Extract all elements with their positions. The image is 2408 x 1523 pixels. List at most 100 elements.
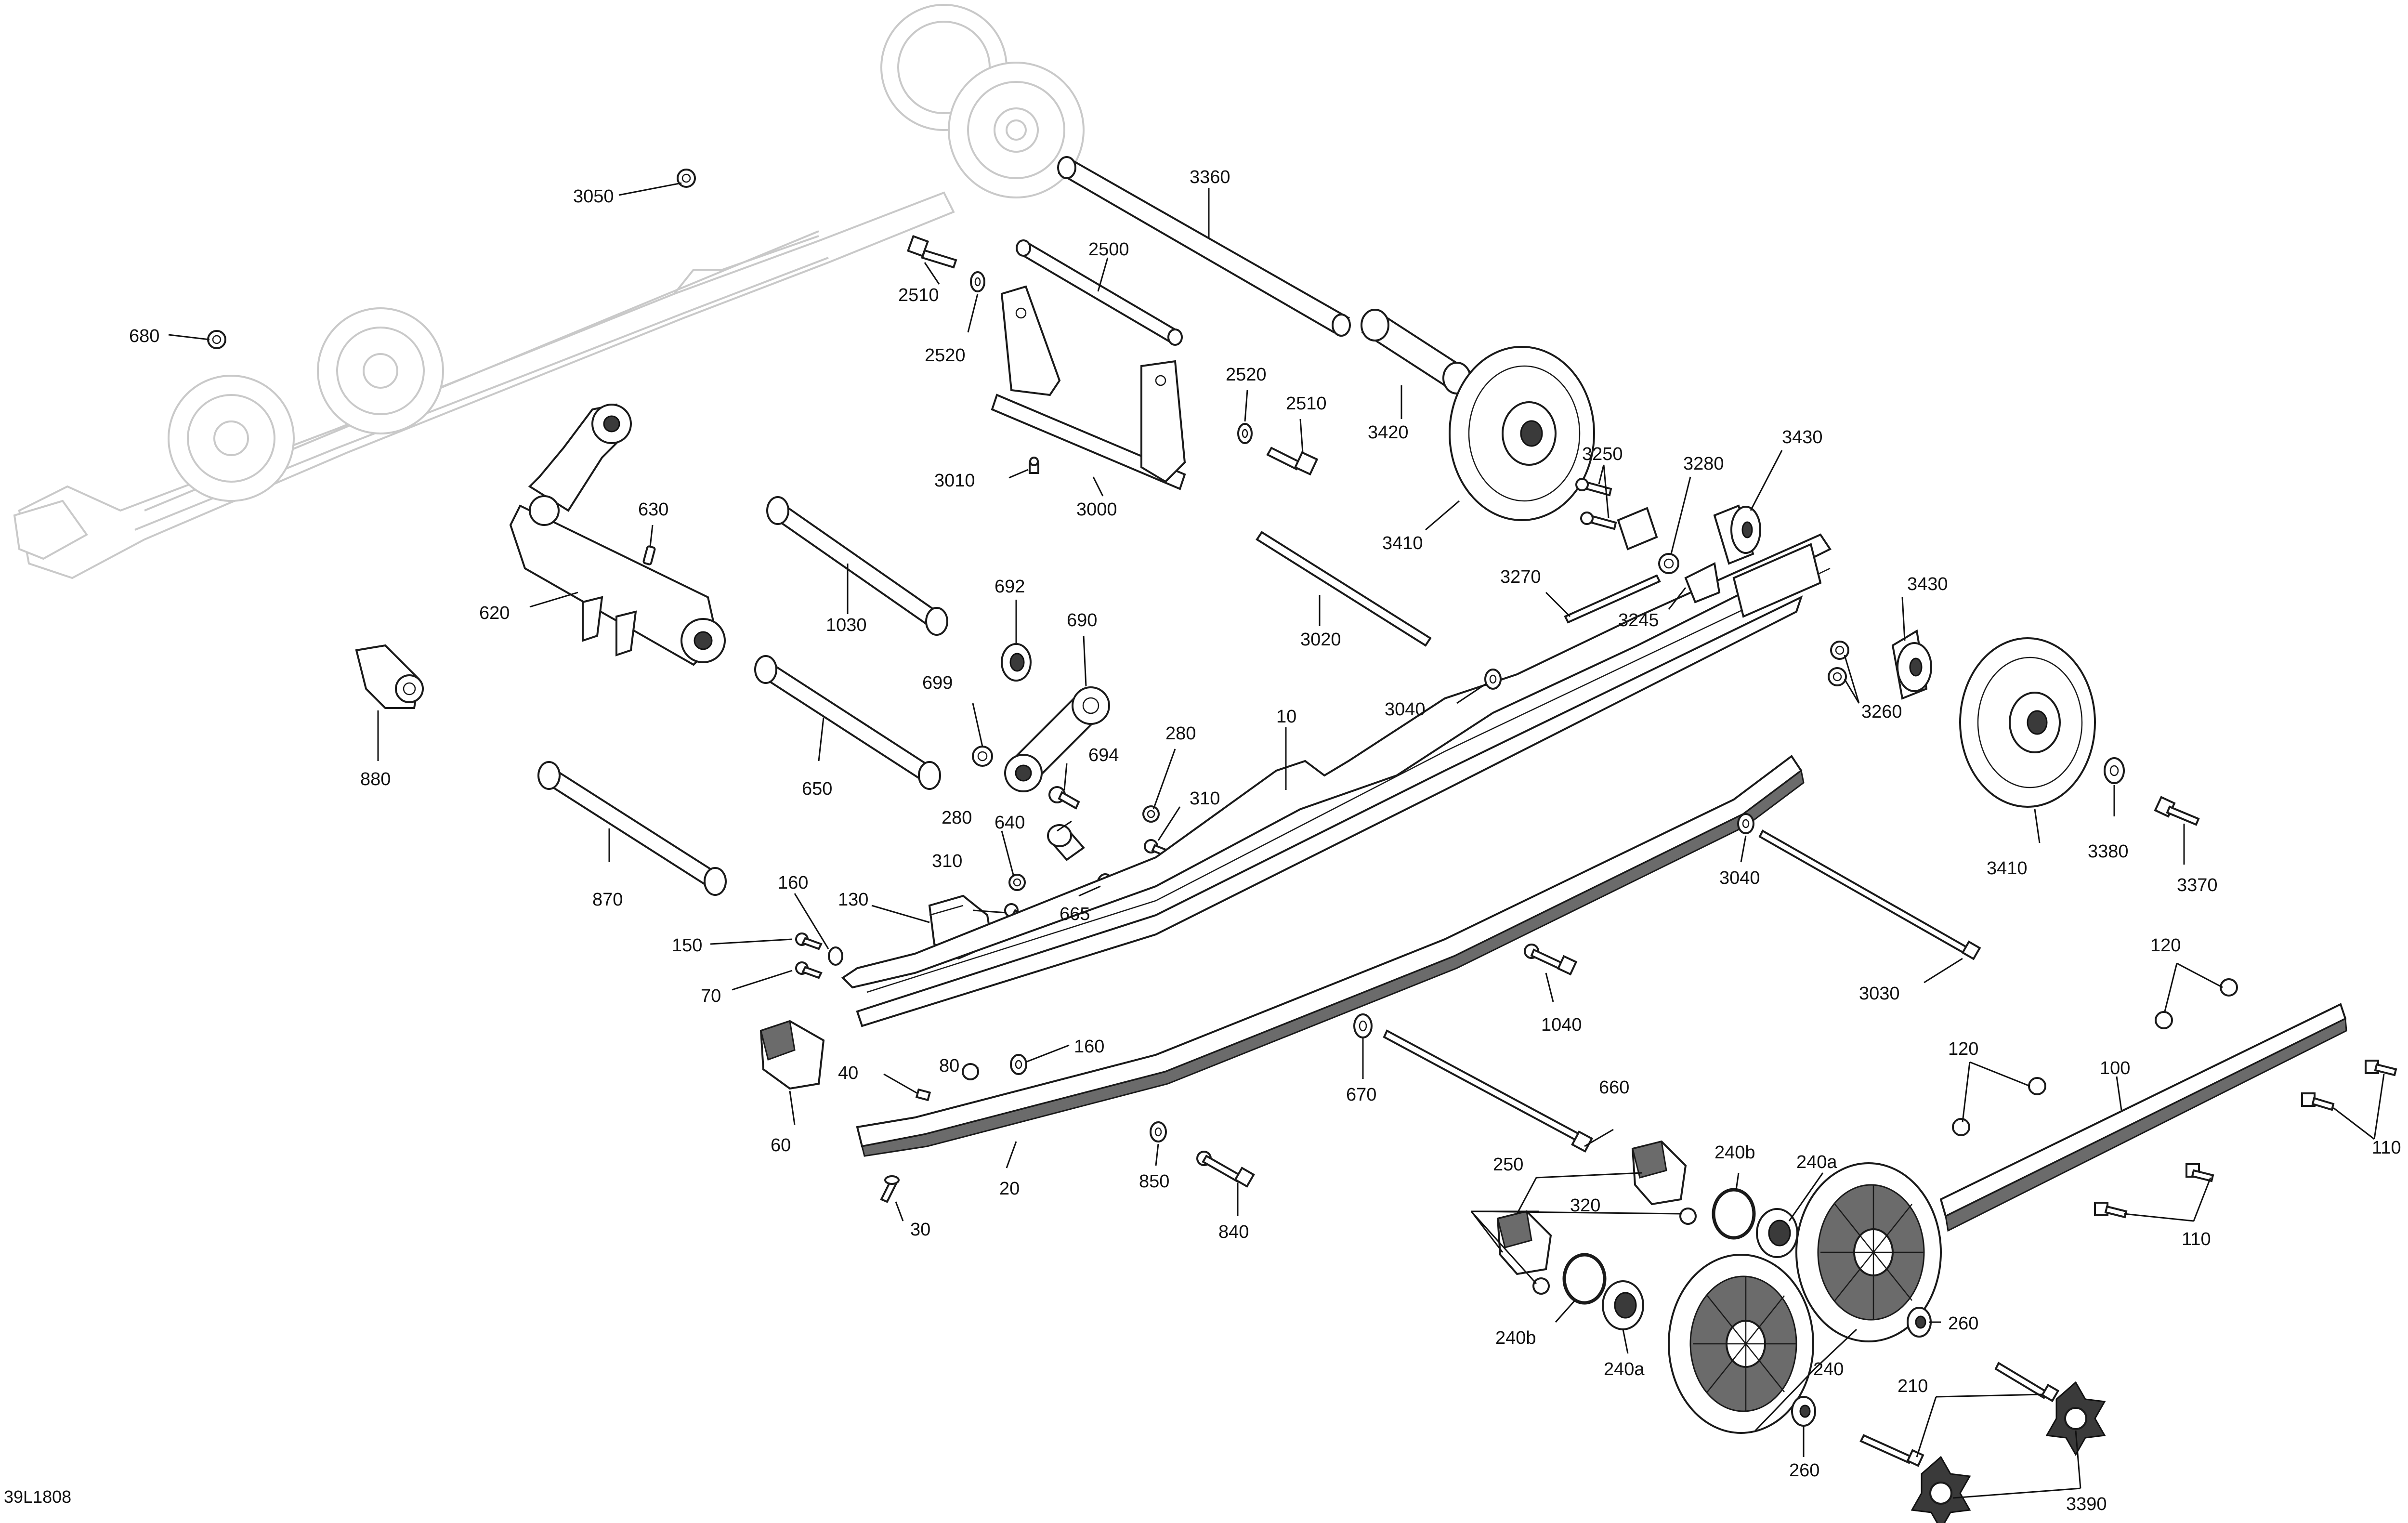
label-850: 850 <box>1139 1171 1169 1192</box>
part-number-labels: 3050 680 3360 2500 2510 2520 2520 2510 3… <box>129 167 2401 1514</box>
part-280-nut-b <box>1008 874 1026 891</box>
part-240a-bearing-b <box>1602 1280 1644 1330</box>
part-630-screw <box>642 545 656 565</box>
label-620: 620 <box>479 603 510 623</box>
part-3000-bracket <box>991 285 1186 490</box>
part-120-nut-b <box>1952 1077 2046 1136</box>
part-250-mount-a <box>1631 1140 1687 1206</box>
part-260-washer-b <box>1791 1396 1816 1427</box>
part-3430-spacer-a <box>1713 504 1761 565</box>
label-2500: 2500 <box>1088 239 1129 260</box>
part-1040-bolt <box>1524 944 1578 976</box>
label-840: 840 <box>1218 1222 1249 1242</box>
part-210-bolts <box>1859 1362 2060 1467</box>
part-3010-fitting <box>1029 457 1039 474</box>
part-3420-spacer <box>1361 309 1471 394</box>
label-3250: 3250 <box>1582 444 1623 464</box>
part-690-link <box>1004 686 1110 792</box>
label-130: 130 <box>838 890 868 910</box>
label-310-a: 310 <box>1190 788 1220 809</box>
label-690: 690 <box>1067 610 1097 630</box>
part-150-bolt <box>795 932 823 950</box>
label-70: 70 <box>701 986 721 1006</box>
label-640: 640 <box>995 813 1025 833</box>
part-660-bolt <box>1383 1029 1593 1153</box>
label-670: 670 <box>1346 1085 1376 1105</box>
part-680-nut <box>207 330 226 349</box>
label-110-b: 110 <box>2182 1229 2211 1249</box>
label-2520-b: 2520 <box>1226 365 1267 385</box>
label-210: 210 <box>1898 1376 1928 1396</box>
label-280-b: 280 <box>942 808 972 828</box>
part-2500-shaft <box>1016 239 1183 346</box>
part-2510-bolt-a <box>906 235 957 269</box>
part-3245-bracket <box>1684 562 1721 604</box>
label-100: 100 <box>2100 1058 2130 1078</box>
label-3420: 3420 <box>1368 422 1409 443</box>
part-240-wheel-b <box>1668 1254 1814 1434</box>
assembled-suspension-ghost <box>13 4 1085 579</box>
part-240b-ring-b <box>1562 1253 1607 1305</box>
part-3380-washer <box>2104 757 2125 784</box>
part-30-screw <box>880 1175 900 1203</box>
part-3390-hubs <box>1911 1381 2106 1523</box>
part-1030-tube <box>766 496 948 636</box>
part-3370-bolt <box>2154 796 2200 826</box>
part-160-washer-b <box>1010 1054 1027 1075</box>
part-160-washer-a <box>828 946 843 966</box>
part-280-nut-a <box>1142 805 1160 823</box>
label-650: 650 <box>802 779 832 799</box>
label-150: 150 <box>672 935 702 956</box>
label-1040: 1040 <box>1541 1015 1582 1035</box>
label-3260: 3260 <box>1861 702 1902 722</box>
label-3040-b: 3040 <box>1719 868 1760 888</box>
part-694-bolt <box>1048 786 1080 810</box>
label-160-b: 160 <box>1074 1037 1104 1057</box>
label-3270: 3270 <box>1500 567 1541 587</box>
label-3050: 3050 <box>573 186 614 207</box>
label-260-a: 260 <box>1948 1313 1978 1334</box>
part-3020-rod <box>1256 531 1432 647</box>
label-3370: 3370 <box>2177 875 2218 895</box>
part-3250-bolts <box>1575 478 1617 530</box>
part-692-bearing <box>1001 643 1032 682</box>
label-240a-a: 240a <box>1796 1152 1837 1172</box>
label-3010: 3010 <box>934 471 975 491</box>
label-2510-b: 2510 <box>1286 394 1327 414</box>
label-240a-b: 240a <box>1604 1359 1645 1379</box>
label-240b-b: 240b <box>1495 1328 1536 1348</box>
label-120-a: 120 <box>2150 935 2181 956</box>
label-120-b: 120 <box>1948 1039 1978 1059</box>
part-620-rocker-arm <box>509 403 726 666</box>
label-30: 30 <box>910 1220 930 1240</box>
label-260-b: 260 <box>1789 1460 1819 1481</box>
part-60-slider-end <box>759 1020 825 1090</box>
part-3270-bolt <box>1564 574 1661 624</box>
label-250: 250 <box>1493 1155 1523 1175</box>
part-10-rail <box>841 533 1832 1027</box>
label-3430-b: 3430 <box>1907 574 1948 594</box>
part-2510-bolt-b <box>1266 446 1319 476</box>
part-840-bolt <box>1196 1151 1255 1188</box>
part-3040-washer-b <box>1737 813 1754 834</box>
label-3020: 3020 <box>1300 630 1341 650</box>
leader-lines <box>168 182 2385 1499</box>
label-3410-b: 3410 <box>1987 858 2028 879</box>
part-3050-nut <box>677 169 696 188</box>
part-70-bolt <box>795 961 823 979</box>
label-630: 630 <box>638 499 668 520</box>
part-3430-spacer-b <box>1891 629 1932 700</box>
label-680: 680 <box>129 326 159 346</box>
part-670-washer <box>1353 1013 1373 1038</box>
label-1030: 1030 <box>826 615 867 635</box>
part-870-tube <box>537 761 727 896</box>
label-110-a: 110 <box>2372 1138 2401 1158</box>
label-240: 240 <box>1813 1359 1844 1379</box>
part-240-wheel-a <box>1795 1162 1942 1342</box>
label-3040-a: 3040 <box>1385 699 1426 720</box>
label-3380: 3380 <box>2088 841 2129 862</box>
part-3280-nut <box>1658 553 1679 574</box>
label-280-a: 280 <box>1165 723 1196 744</box>
label-699: 699 <box>922 673 953 693</box>
